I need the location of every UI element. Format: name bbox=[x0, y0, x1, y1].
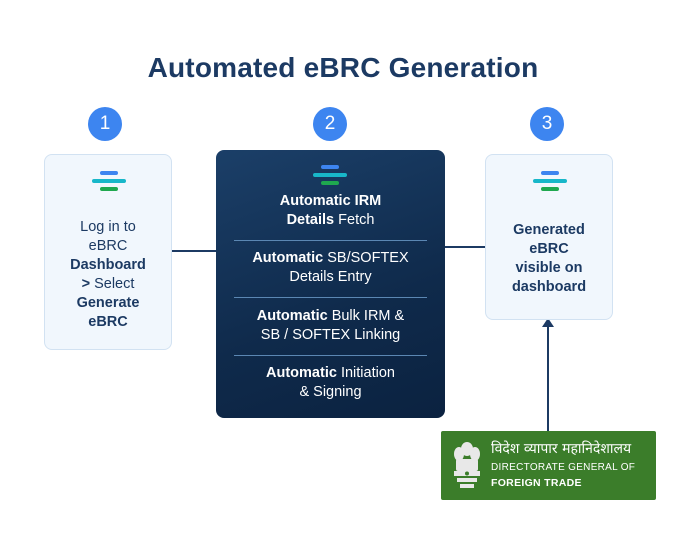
app-logo-icon bbox=[533, 171, 567, 191]
row-line: Details Entry bbox=[289, 269, 372, 285]
row-line: & Signing bbox=[299, 384, 362, 400]
step3-line: Generated bbox=[513, 222, 585, 238]
step1-select: Select bbox=[90, 276, 135, 292]
row-line: Automatic Initiation bbox=[234, 364, 427, 383]
connector-step2-step3 bbox=[444, 246, 486, 248]
row-rest: Fetch bbox=[334, 212, 375, 228]
row-bold: Automatic bbox=[256, 308, 328, 324]
step-number-1: 1 bbox=[88, 107, 122, 141]
row-rest: Bulk IRM & bbox=[327, 308, 405, 324]
connector-dgft-step3 bbox=[547, 320, 549, 432]
step1-line: Dashboard bbox=[70, 257, 146, 273]
row-rest: Initiation bbox=[336, 365, 395, 381]
dgft-logo: विदेश व्यापार महानिदेशालय DIRECTORATE GE… bbox=[441, 431, 656, 500]
dgft-english-line2: FOREIGN TRADE bbox=[491, 477, 582, 489]
step2-card: Automatic IRM Details Fetch Automatic SB… bbox=[216, 150, 445, 418]
row-line: Automatic SB/SOFTEX bbox=[234, 249, 427, 268]
row-bold: Automatic bbox=[266, 365, 337, 381]
step1-line: Log in to bbox=[80, 219, 136, 235]
row-line: SB / SOFTEX Linking bbox=[260, 327, 401, 343]
step3-line: eBRC bbox=[529, 241, 569, 257]
step2-row-sb-softex-entry: Automatic SB/SOFTEX Details Entry bbox=[234, 249, 427, 287]
step-number-2: 2 bbox=[313, 107, 347, 141]
dgft-english-line1: DIRECTORATE GENERAL OF bbox=[491, 462, 636, 473]
step3-line: visible on bbox=[515, 260, 583, 276]
step1-card: Log in to eBRC Dashboard > Select Genera… bbox=[44, 154, 172, 350]
divider bbox=[234, 355, 427, 356]
step1-text: Log in to eBRC Dashboard > Select Genera… bbox=[45, 218, 171, 332]
national-emblem-icon bbox=[454, 442, 480, 488]
row-bold: Details bbox=[286, 212, 335, 228]
app-logo-icon bbox=[92, 171, 126, 191]
divider bbox=[234, 240, 427, 241]
step1-line: eBRC bbox=[88, 314, 128, 330]
step3-text: Generated eBRC visible on dashboard bbox=[486, 221, 612, 297]
row-line: Details Fetch bbox=[234, 211, 427, 230]
divider bbox=[234, 297, 427, 298]
step1-line: eBRC bbox=[88, 238, 128, 254]
dgft-hindi-name: विदेश व्यापार महानिदेशालय bbox=[491, 441, 632, 457]
step2-row-initiation-signing: Automatic Initiation & Signing bbox=[234, 364, 427, 402]
app-logo-icon bbox=[313, 165, 347, 185]
step2-row-bulk-linking: Automatic Bulk IRM & SB / SOFTEX Linking bbox=[234, 307, 427, 345]
row-bold: Automatic bbox=[252, 250, 324, 266]
row-line: Automatic IRM bbox=[279, 193, 382, 209]
step2-row-irm-fetch: Automatic IRM Details Fetch bbox=[234, 192, 427, 230]
connector-step1-step2 bbox=[171, 250, 217, 252]
step3-line: dashboard bbox=[511, 279, 587, 295]
row-line: Automatic Bulk IRM & bbox=[234, 307, 427, 326]
step3-card: Generated eBRC visible on dashboard bbox=[485, 154, 613, 320]
step1-line: > Select bbox=[45, 275, 171, 294]
arrow-up-icon bbox=[542, 318, 554, 327]
page-title: Automated eBRC Generation bbox=[147, 52, 539, 83]
step1-line: Generate bbox=[76, 295, 140, 311]
step-number-3: 3 bbox=[530, 107, 564, 141]
step1-gt: > bbox=[81, 276, 91, 292]
row-rest: SB/SOFTEX bbox=[323, 250, 409, 266]
